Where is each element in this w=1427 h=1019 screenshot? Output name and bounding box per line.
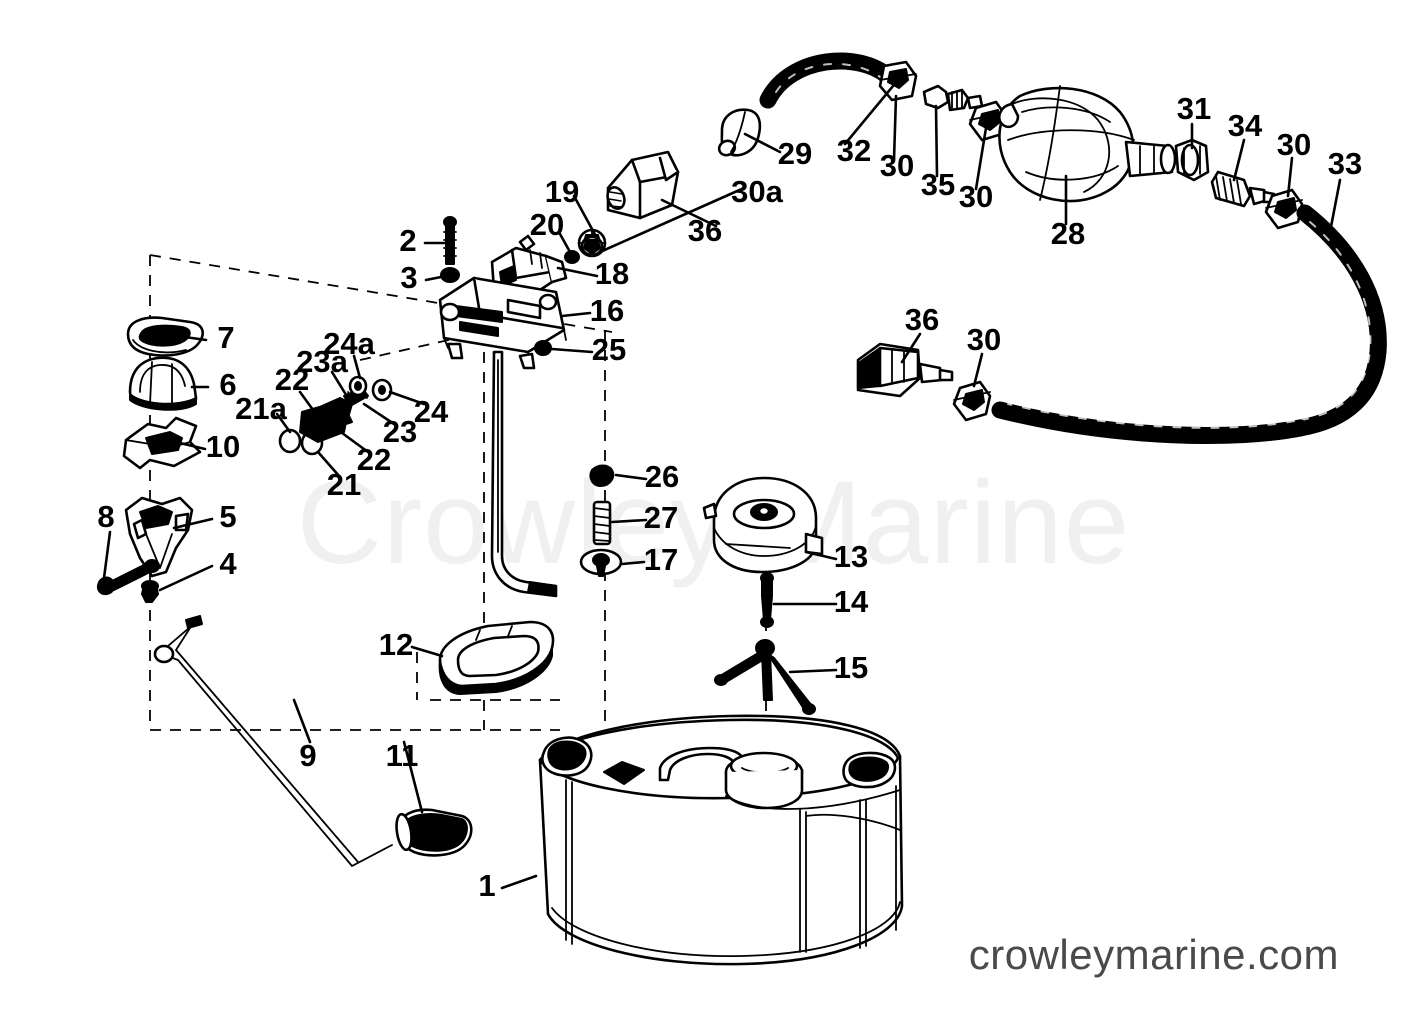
callout-hose-sleeve: 29 <box>778 136 812 171</box>
part-bolt <box>96 559 160 596</box>
part-cover <box>128 356 198 411</box>
part-connector-pickup-tube <box>490 350 558 598</box>
callout-hose-clamp: 30 <box>967 322 1001 357</box>
callout-fuel-hose-long: 33 <box>1328 146 1362 181</box>
part-primer-bulb <box>998 85 1177 203</box>
part-washer <box>440 267 460 283</box>
callout-quick-connector: 36 <box>905 302 939 337</box>
part-connector-assembly-cluster <box>278 375 393 456</box>
callout-quick-connector: 36 <box>688 213 722 248</box>
callout-washer-small: 20 <box>530 207 564 242</box>
part-screw-tiny <box>534 340 552 356</box>
callout-primer-bulb: 28 <box>1051 216 1085 251</box>
callout-retainer: 10 <box>206 429 240 464</box>
part-connector-stem <box>922 84 984 112</box>
callout-connector-stem: 35 <box>921 167 955 202</box>
part-hose-sleeve <box>717 108 762 157</box>
callout-connector-nipple: 22 <box>275 362 309 397</box>
part-fuel-cap <box>702 476 824 574</box>
callout-nut: 4 <box>219 546 237 581</box>
part-quick-connector-right <box>856 342 954 398</box>
part-spring-small <box>592 500 612 546</box>
callout-fuel-hose-short: 32 <box>837 133 871 168</box>
callout-spring: 23a <box>296 344 348 379</box>
part-cap-pin <box>760 572 774 628</box>
callout-spring-small: 27 <box>644 500 678 535</box>
part-gasket <box>438 620 555 695</box>
callout-plate: 7 <box>217 320 234 355</box>
part-hose-clamp-d <box>1264 188 1304 230</box>
part-nut <box>141 580 159 603</box>
part-plate <box>126 316 204 357</box>
callout-filter: 11 <box>386 738 419 773</box>
callout-hose-clamp: 30 <box>959 179 993 214</box>
part-fuel-connector-body <box>438 276 567 370</box>
callout-cap-retainer: 15 <box>834 650 868 685</box>
callout-pickup-tube: 9 <box>299 738 316 773</box>
callout-bolt: 8 <box>97 499 114 534</box>
callout-seal-washer: 17 <box>644 542 678 577</box>
callout-o-ring: 21a <box>235 391 287 426</box>
part-spring-fitting <box>1210 170 1276 208</box>
callout-fuel-cap: 13 <box>834 539 868 574</box>
callout-gasket: 12 <box>379 627 413 662</box>
part-fuel-hose-long <box>991 204 1387 444</box>
callout-fuel-connector-body: 16 <box>590 293 624 328</box>
part-seal-washer <box>579 548 623 577</box>
callout-number-layer: 123456789101112131415161718192021a2223a2… <box>97 91 1362 903</box>
part-retainer <box>122 416 202 470</box>
part-fuel-tank <box>538 714 904 966</box>
callout-hose-clamp: 30 <box>880 148 914 183</box>
callout-fuel-tank: 1 <box>478 868 495 903</box>
callout-spring: 23 <box>383 414 417 449</box>
part-quick-connector-upper <box>606 150 680 220</box>
callout-connector-nipple: 22 <box>357 442 391 477</box>
callout-cap-pin: 14 <box>834 584 869 619</box>
part-bracket <box>124 496 194 578</box>
part-filter <box>395 808 473 857</box>
callout-valve: 18 <box>595 256 629 291</box>
part-screw-small <box>580 235 604 257</box>
part-washer-small <box>564 250 580 264</box>
callout-screw-small: 19 <box>545 174 579 209</box>
callout-spring-fitting: 34 <box>1228 108 1263 143</box>
callout-bracket: 5 <box>219 499 236 534</box>
part-cap-retainer <box>714 639 816 715</box>
callout-retaining-ring: 24 <box>414 394 449 429</box>
part-pickup-tube <box>153 615 393 868</box>
callout-nut-fitting: 31 <box>1177 91 1211 126</box>
part-nut-fitting <box>1174 138 1210 182</box>
callout-ball: 26 <box>645 459 679 494</box>
callout-leader-lines <box>102 78 1342 890</box>
callout-screw-tiny: 25 <box>592 332 626 367</box>
part-hose-clamp-e <box>952 380 992 422</box>
callout-hose-clamp: 30 <box>1277 127 1311 162</box>
part-ball <box>589 464 615 487</box>
part-fuel-hose-short <box>759 52 899 109</box>
callout-retaining-ring: 24a <box>323 326 375 361</box>
part-screw <box>443 216 457 265</box>
callout-washer: 3 <box>400 260 417 295</box>
callout-o-ring: 21 <box>327 467 361 502</box>
callout-screw: 2 <box>399 223 416 258</box>
website-url: crowleymarine.com <box>968 931 1339 978</box>
callout-cover: 6 <box>219 367 236 402</box>
callout-hose-clamp: 30a <box>731 174 783 209</box>
